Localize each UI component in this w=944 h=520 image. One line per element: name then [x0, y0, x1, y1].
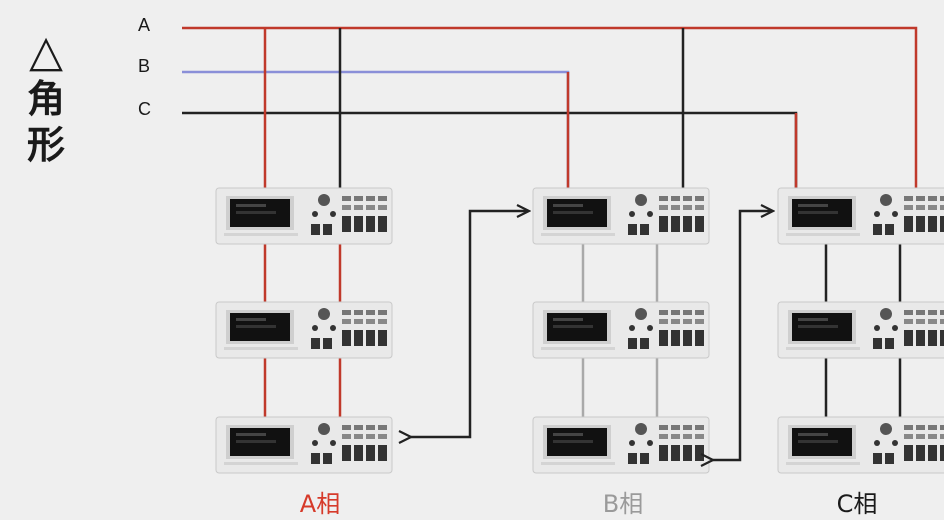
bus-line-b — [182, 70, 570, 190]
title-char-2: 形 — [26, 123, 65, 167]
title-char-1: 角 — [26, 77, 65, 121]
delta-symbol: △ — [29, 26, 63, 77]
phase-label-b: B相 — [602, 490, 644, 518]
power-meter-a3 — [215, 416, 393, 474]
double-headed-arrow-b-to-c — [712, 211, 772, 460]
phase-label-a: A相 — [299, 490, 341, 518]
power-meter-b1 — [532, 187, 710, 245]
bus-line-c — [182, 111, 798, 190]
bus-label-a: A — [138, 15, 151, 35]
connection-type-label: △ 角 形 — [18, 28, 74, 168]
power-meter-c3 — [777, 416, 944, 474]
double-headed-arrow-a-to-b — [410, 211, 528, 437]
power-meter-b2 — [532, 301, 710, 359]
bus-label-b: B — [138, 56, 151, 76]
power-meter-c2 — [777, 301, 944, 359]
power-meter-c1 — [777, 187, 944, 245]
bus-line-a — [182, 26, 918, 190]
power-meter-a1 — [215, 187, 393, 245]
bus-label-c: C — [138, 99, 151, 119]
power-meter-b3 — [532, 416, 710, 474]
phase-label-c: C相 — [836, 490, 878, 518]
power-meter-a2 — [215, 301, 393, 359]
